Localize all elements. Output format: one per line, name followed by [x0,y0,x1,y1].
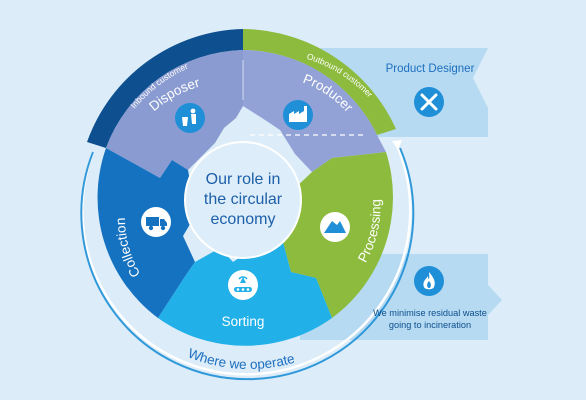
center-title-line-2: the circular [204,191,283,208]
center-title-line-1: Our role in [206,171,281,188]
producer-segment[interactable] [243,50,386,172]
inbound-customer-band [87,29,243,148]
product-designer-label: Product Designer [386,63,475,75]
residual-waste-line-1: We minimise residual waste [373,308,487,318]
person-bin-icon [175,103,205,133]
disposer-segment[interactable] [106,50,243,178]
flame-icon [414,266,444,296]
factory-icon [283,100,313,130]
tools-icon [414,87,444,117]
sorting-label: Sorting [222,314,265,329]
residual-waste-line-2: going to incineration [389,320,471,330]
center-title-line-3: economy [211,211,276,228]
operate-cycle-arrow [80,140,415,381]
truck-icon [141,207,171,237]
center-circle [184,141,302,259]
heap-icon [320,212,350,242]
outbound-customer-band [243,29,396,135]
conveyor-icon [228,270,258,300]
